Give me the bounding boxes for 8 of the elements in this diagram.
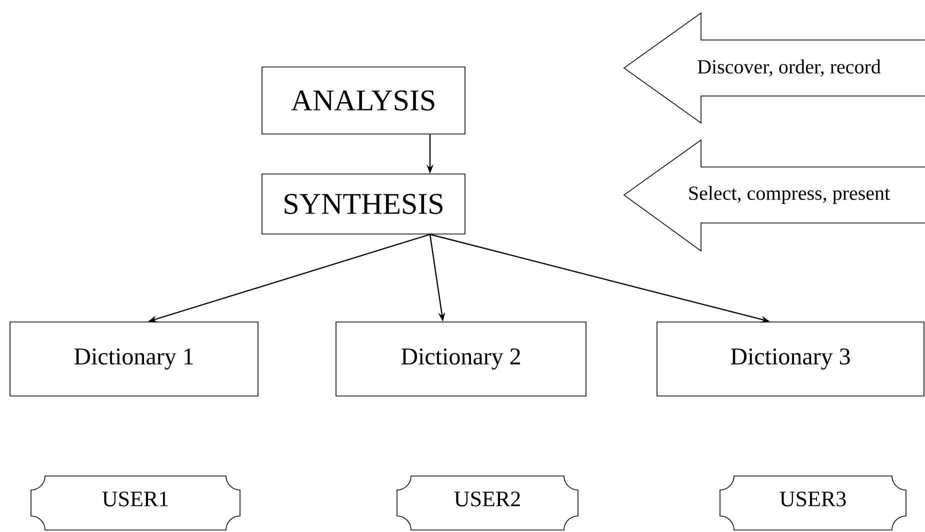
process-box: Dictionary 3 bbox=[656, 322, 924, 396]
process-box: Dictionary 2 bbox=[336, 322, 586, 396]
process-box: SYNTHESIS bbox=[262, 174, 466, 234]
process-box: Dictionary 1 bbox=[10, 322, 258, 396]
user-plaque: USER3 bbox=[720, 476, 906, 530]
user-plaque: USER2 bbox=[396, 476, 578, 530]
process-box: ANALYSIS bbox=[262, 66, 466, 134]
user-plaque: USER1 bbox=[30, 476, 240, 530]
